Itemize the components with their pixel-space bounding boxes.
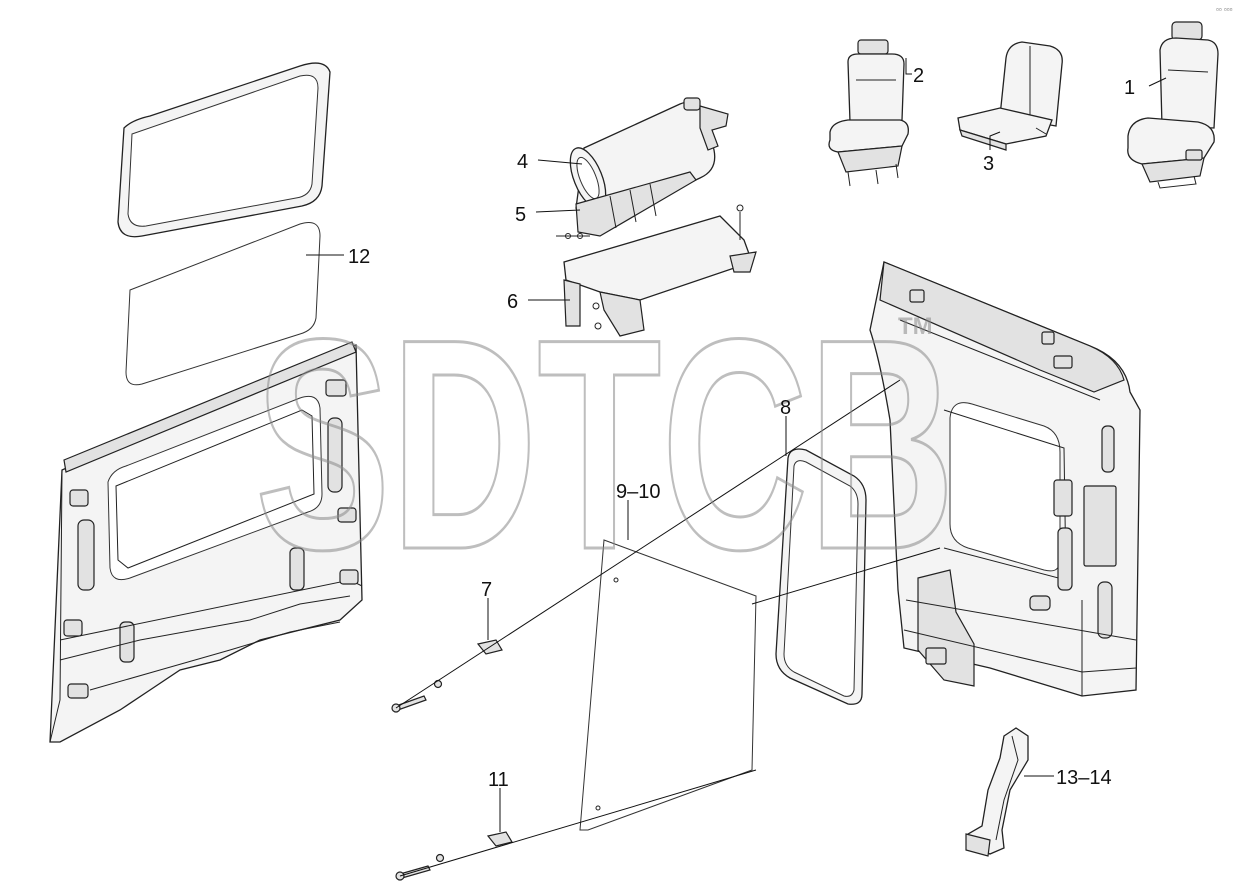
callout-6: 6: [507, 291, 518, 313]
part-12-window-seal: [117, 62, 331, 238]
part-4-fire-extinguisher: [569, 97, 729, 225]
watermark-text: SDTCB: [255, 276, 955, 612]
right-side-panel: [869, 261, 1141, 697]
callout-7: 7: [481, 579, 492, 601]
part-5-mounting-strap: [575, 171, 697, 237]
part-8-seal: [775, 448, 867, 705]
callout-11: 11: [488, 769, 509, 791]
left-side-panel: [49, 341, 363, 743]
callout-4: 4: [517, 151, 528, 173]
part-11-fastener: [395, 831, 513, 881]
callout-1: 1: [1124, 77, 1135, 99]
callout-5: 5: [515, 204, 526, 226]
callout-12: 12: [348, 246, 370, 268]
part-3-seat: [957, 41, 1063, 151]
callout-3: 3: [983, 153, 994, 175]
watermark: SDTCB TM: [254, 275, 957, 614]
watermark-trademark: TM: [898, 313, 933, 340]
callouts: 1 2 3 4 5 6 7 8 9–10 11 12 13–14 ▫▫ ▫▫▫: [348, 5, 1233, 791]
corner-mark: ▫▫ ▫▫▫: [1216, 5, 1233, 14]
part-2-seat: [828, 39, 909, 187]
part-7-fastener: [391, 639, 503, 713]
callout-9-10: 9–10: [616, 481, 661, 503]
leader-lines: [306, 58, 1167, 877]
part-12-glass-panel: [125, 222, 321, 386]
part-13-14-grab-handle: [965, 727, 1029, 857]
callout-13-14: 13–14: [1056, 767, 1112, 789]
callout-8: 8: [780, 397, 791, 419]
part-9-10-glass-panel: [579, 539, 757, 831]
part-6-bracket: [556, 204, 757, 337]
part-1-seat: [1127, 21, 1219, 189]
callout-2: 2: [913, 65, 924, 87]
